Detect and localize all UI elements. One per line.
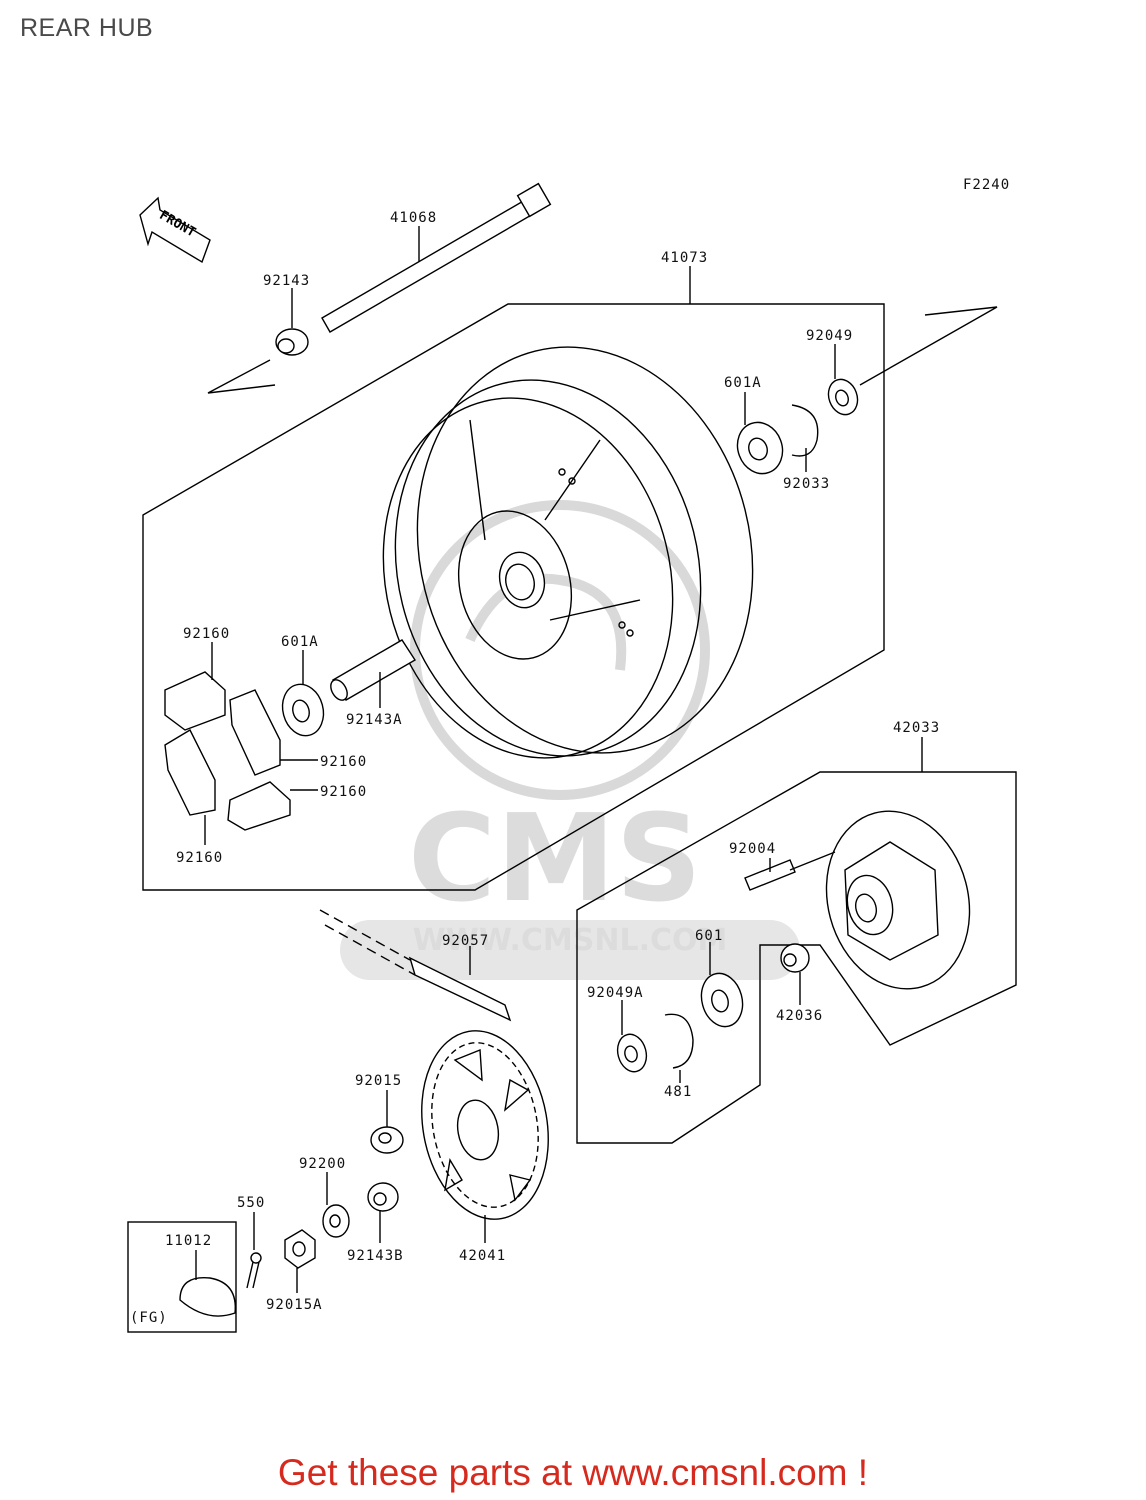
- label-92160-a: 92160: [183, 626, 230, 642]
- label-92057: 92057: [442, 933, 489, 949]
- seal-92049: [827, 378, 859, 416]
- leader-92004-b: [789, 851, 836, 871]
- page-title: REAR HUB: [20, 14, 154, 42]
- nut-92015: [370, 1126, 404, 1154]
- label-601: 601: [695, 928, 723, 944]
- watermark-figure: [465, 573, 627, 671]
- watermark-url-text: WWW.CMSNL.COM: [413, 923, 728, 958]
- front-arrow-icon: FRONT: [139, 196, 211, 264]
- watermark-banner: [340, 920, 800, 980]
- label-11012: 11012: [165, 1233, 212, 1249]
- label-92033: 92033: [783, 476, 830, 492]
- label-92049: 92049: [806, 328, 853, 344]
- rear-hub-diagram: CMS WWW.CMSNL.COM F2240 FRONT: [127, 177, 1017, 1333]
- collar-92143: [275, 328, 309, 356]
- circlip-92033: [791, 404, 819, 457]
- label-92015: 92015: [355, 1073, 402, 1089]
- coupling-hub-42033: [825, 810, 971, 990]
- label-481: 481: [664, 1084, 692, 1100]
- castle-nut-92015A: [284, 1229, 316, 1269]
- collar-42036: [780, 943, 810, 973]
- label-41068: 41068: [390, 210, 437, 226]
- label-92160-b: 92160: [320, 754, 367, 770]
- label-92049A: 92049A: [587, 985, 644, 1001]
- label-41073: 41073: [661, 250, 708, 266]
- shop-link-text[interactable]: Get these parts at www.cmsnl.com !: [277, 1452, 869, 1493]
- label-42036: 42036: [776, 1008, 823, 1024]
- grease-inset-box: [127, 1221, 237, 1333]
- washer-92200: [322, 1204, 350, 1238]
- figure-code: F2240: [963, 177, 1010, 193]
- label-42041: 42041: [459, 1248, 506, 1264]
- axis-marker-left: [207, 359, 276, 394]
- label-92200: 92200: [299, 1156, 346, 1172]
- damper-set-92160: [164, 671, 291, 831]
- watermark-logo-text: CMS: [408, 790, 702, 929]
- rear-wheel: [382, 346, 754, 759]
- label-601A-mid: 601A: [281, 634, 319, 650]
- label-92160-d: 92160: [176, 850, 223, 866]
- label-92004: 92004: [729, 841, 776, 857]
- axis-marker-right: [859, 306, 998, 386]
- spacer-92143A: [330, 639, 416, 701]
- drive-chain-92057: [319, 909, 512, 1022]
- bearing-601A-mid: [281, 683, 325, 737]
- watermark-ring: [410, 500, 710, 800]
- wheel-group-box: [142, 303, 885, 891]
- label-92143: 92143: [263, 273, 310, 289]
- watermark: CMS WWW.CMSNL.COM: [340, 500, 800, 980]
- stud-92004: [744, 859, 796, 891]
- seal-92049A: [616, 1033, 648, 1073]
- label-FG: (FG): [130, 1310, 168, 1326]
- label-92143B: 92143B: [347, 1248, 404, 1264]
- bearing-601A-top: [736, 421, 784, 475]
- cotter-pin-550: [246, 1252, 262, 1289]
- label-92143A: 92143A: [346, 712, 403, 728]
- collar-92143B: [367, 1182, 399, 1212]
- label-92015A: 92015A: [266, 1297, 323, 1313]
- label-601A-top: 601A: [724, 375, 762, 391]
- label-42033: 42033: [893, 720, 940, 736]
- label-550: 550: [237, 1195, 265, 1211]
- label-92160-c: 92160: [320, 784, 367, 800]
- bearing-601: [700, 972, 744, 1028]
- sprocket-42041: [421, 1030, 549, 1220]
- circlip-481: [664, 1013, 694, 1069]
- axle-shaft: [321, 182, 552, 333]
- hub-group-box: [576, 771, 1017, 1144]
- grease-11012: [179, 1276, 236, 1317]
